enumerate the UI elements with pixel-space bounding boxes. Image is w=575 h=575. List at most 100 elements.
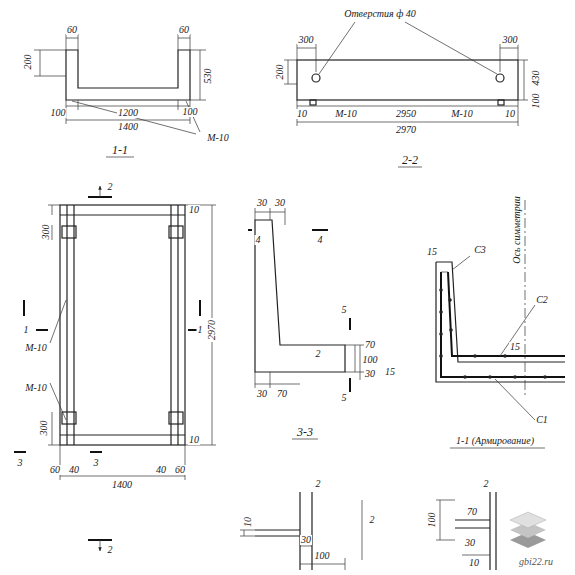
drawing-stroke: [67, 205, 178, 445]
dimension-label: 15: [509, 342, 521, 352]
dimension-label: 2950: [395, 109, 417, 119]
drawing-stroke: [60, 445, 185, 480]
dimension-label: 1: [197, 325, 204, 335]
dimension-label: 100: [50, 108, 67, 118]
dimension-label: 100: [362, 355, 379, 365]
drawing-stroke: [66, 100, 190, 124]
dimension-label: 1: [23, 325, 30, 335]
drawing-stroke: [439, 288, 443, 292]
dimension-label: М-10: [334, 109, 358, 119]
dimension-label: 1400: [111, 480, 133, 490]
reinforcement-section: [436, 200, 565, 448]
drawing-stroke: [436, 262, 565, 382]
dimension-label: 2-2: [401, 154, 419, 166]
drawing-stroke: [439, 310, 443, 314]
dimension-label: 15: [384, 367, 396, 377]
dimension-label: 60: [66, 25, 78, 35]
dimension-label: 300: [298, 35, 315, 45]
section-2-2: [284, 22, 528, 167]
plan-view: [14, 186, 216, 551]
drawing-stroke: [100, 540, 101, 551]
drawing-stroke: [60, 215, 185, 435]
drawing-stroke: [398, 167, 422, 168]
dimension-label: 100: [427, 512, 437, 529]
dimension-label: 10: [504, 109, 516, 119]
dimension-label: 70: [364, 340, 376, 350]
dimension-label: 100: [531, 93, 541, 110]
dimension-label: 10: [188, 205, 200, 215]
dimension-label: 30: [274, 198, 286, 208]
dimension-label: 15: [426, 247, 438, 257]
dimension-label: 10: [296, 109, 308, 119]
drawing-stroke: [240, 530, 255, 536]
watermark: gbi22.ru: [518, 557, 554, 567]
dimension-label: 200: [275, 64, 285, 81]
drawing-stroke: [72, 101, 200, 134]
dimension-label: С2: [535, 295, 549, 305]
dimension-label: 40: [68, 465, 80, 475]
drawing-stroke: [297, 60, 518, 100]
dimension-label: 4: [317, 235, 324, 245]
drawing-stroke: [62, 226, 76, 238]
dimension-label: 2: [315, 479, 322, 489]
dimension-label: С1: [535, 415, 549, 425]
dimension-label: 30: [300, 535, 312, 545]
dimension-label: 30: [256, 389, 268, 399]
drawing-stroke: [473, 354, 477, 358]
drawing-stroke: [34, 50, 66, 76]
drawing-stroke: [362, 500, 363, 560]
drawing-stroke: [255, 492, 312, 570]
drawing-stroke: [312, 74, 320, 82]
drawing-stroke: [48, 412, 60, 445]
drawing-stroke: [439, 332, 443, 336]
dimension-label: 1-1: [111, 144, 129, 156]
watermark-icon: [510, 512, 546, 548]
drawing-stroke: [100, 186, 101, 197]
drawing-stroke: [297, 44, 518, 72]
dimension-label: 10: [188, 435, 200, 445]
drawing-stroke: [169, 226, 183, 238]
dimension-label: 300: [39, 420, 49, 437]
drawing-stroke: [300, 546, 345, 570]
dimension-label: 2: [107, 545, 114, 555]
drawing-stroke: [62, 412, 76, 424]
dimension-label: 70: [276, 389, 288, 399]
drawing-stroke: [50, 300, 66, 420]
drawing-stroke: [66, 50, 190, 100]
dimension-label: 3-3: [296, 426, 314, 438]
drawing-stroke: [319, 22, 497, 74]
drawing-stroke: [292, 439, 318, 440]
drawing-stroke: [488, 375, 492, 379]
dimension-label: 530: [203, 68, 213, 85]
dimension-label: Ось симметрии: [512, 195, 522, 264]
drawing-stroke: [462, 555, 490, 556]
dimension-label: М-10: [450, 109, 474, 119]
drawing-stroke: [60, 205, 185, 445]
dimension-label: 100: [182, 107, 199, 117]
dimension-label: 3: [17, 458, 24, 468]
section-3-3: [248, 208, 365, 439]
dimension-label: М-10: [206, 133, 230, 143]
drawing-stroke: [14, 451, 102, 453]
drawing-stroke: [449, 328, 453, 332]
drawing-stroke: [66, 34, 190, 50]
drawing-stroke: [448, 298, 452, 302]
dimension-label: 10: [243, 516, 253, 528]
dimension-label: 2: [369, 515, 376, 525]
drawing-stroke: [248, 229, 328, 231]
dimension-label: 30: [364, 369, 376, 379]
dimension-label: 10: [468, 558, 480, 568]
dimension-label: 2: [107, 182, 114, 192]
dimension-label: 60: [49, 465, 61, 475]
detail-views: [240, 492, 496, 570]
drawing-stroke: [503, 354, 507, 358]
drawing-stroke: [439, 354, 443, 358]
drawing-stroke: [450, 448, 545, 449]
dimension-label: 2970: [395, 125, 417, 135]
dimension-label: Отверстия ф 40: [343, 9, 417, 19]
drawing-stroke: [255, 220, 345, 372]
drawing-stroke: [169, 412, 183, 424]
drawing-stroke: [510, 512, 546, 528]
dimension-label: 30: [464, 538, 476, 548]
dimension-label: 430: [531, 70, 541, 87]
